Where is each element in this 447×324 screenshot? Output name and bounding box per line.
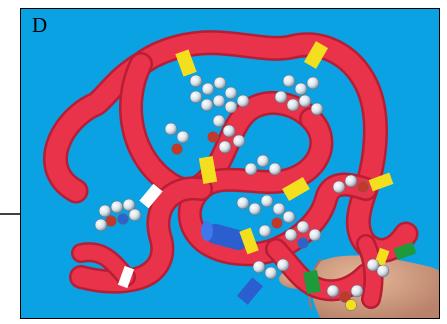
protein-model-photo	[43, 30, 439, 318]
tube-backbone	[43, 30, 419, 309]
tube-bands	[117, 41, 417, 305]
panel-label: D	[32, 13, 48, 37]
blue-tube-end	[201, 221, 248, 251]
bead-clusters	[94, 74, 390, 311]
photo-frame: D	[20, 8, 440, 319]
